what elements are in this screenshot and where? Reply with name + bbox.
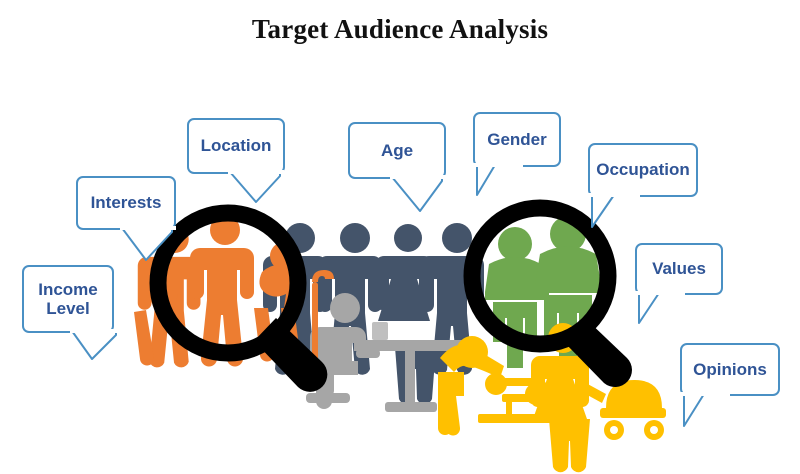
desk-worker-group <box>306 293 470 412</box>
callout-label: Gender <box>487 129 547 149</box>
callout-label: Age <box>380 140 414 160</box>
callout-occupation[interactable]: Occupation <box>588 143 698 197</box>
callout-label: Interests <box>90 193 162 213</box>
callout-label: Occupation <box>596 160 690 180</box>
callout-label: Location <box>200 136 272 156</box>
callout-label: Opinions <box>693 359 767 379</box>
magnifier-right <box>463 199 632 388</box>
page-title: Target Audience Analysis <box>251 14 549 44</box>
callout-location[interactable]: Location <box>187 118 285 174</box>
callout-interests[interactable]: Interests <box>76 176 176 230</box>
callout-gender[interactable]: Gender <box>473 112 561 167</box>
parents-segment-group <box>438 323 666 473</box>
callout-label: Income Level <box>38 279 98 318</box>
magnifier-left <box>149 204 328 392</box>
callout-values[interactable]: Values <box>635 243 723 295</box>
callout-label: Values <box>652 259 706 279</box>
callout-opinions[interactable]: Opinions <box>680 343 780 396</box>
callout-income-level[interactable]: Income Level <box>22 265 114 333</box>
callout-age[interactable]: Age <box>348 122 446 179</box>
